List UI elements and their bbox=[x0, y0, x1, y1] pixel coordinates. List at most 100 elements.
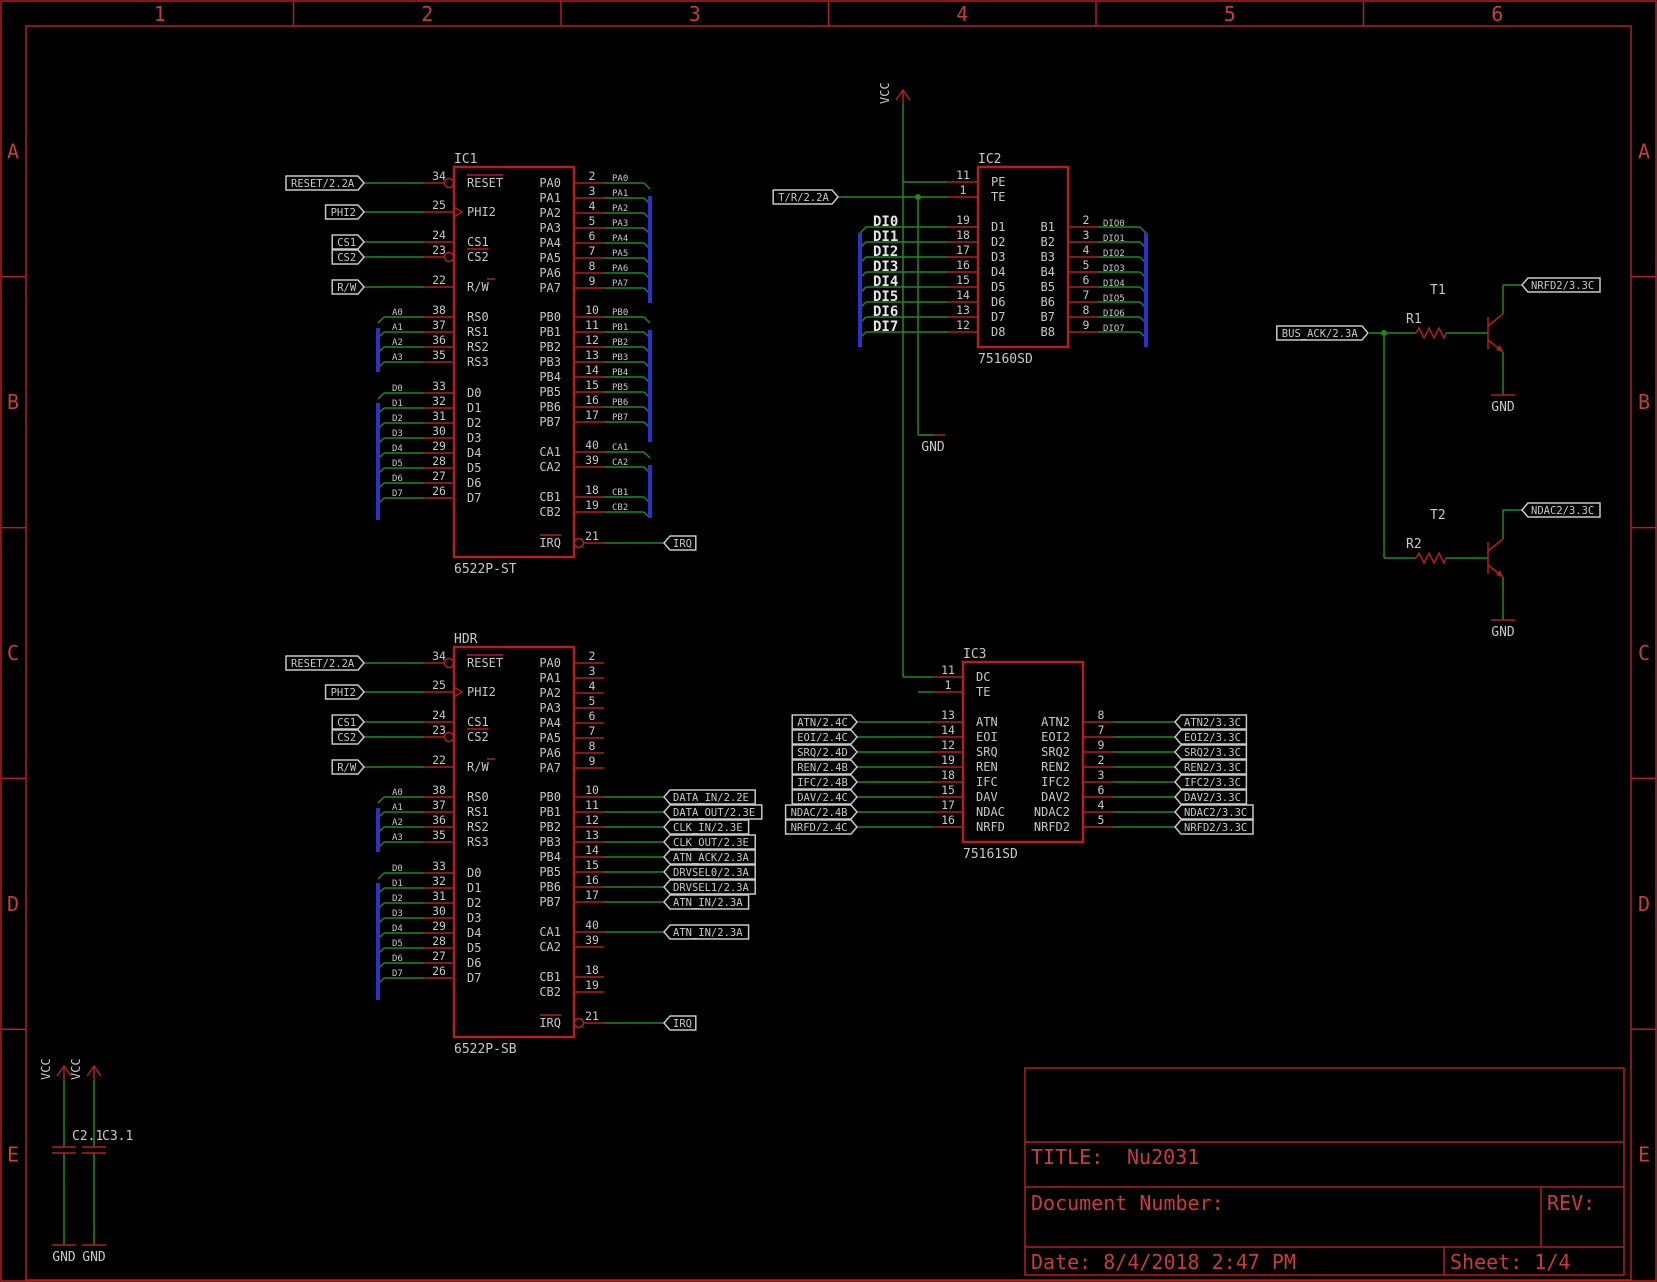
net-label-cs1[interactable]: CS1 bbox=[331, 714, 365, 730]
net-label-ifc-2-4b[interactable]: IFC/2.4B bbox=[791, 774, 858, 790]
net-label-cs1[interactable]: CS1 bbox=[331, 234, 365, 250]
net-label-atn-in-2-3a[interactable]: ATN_IN/2.3A bbox=[663, 894, 750, 910]
net-label-ren2-3-3c[interactable]: REN2/3.3C bbox=[1174, 759, 1248, 775]
net-label-ifc2-3-3c[interactable]: IFC2/3.3C bbox=[1174, 774, 1248, 790]
net-label-cs2[interactable]: CS2 bbox=[331, 249, 365, 265]
net-label-data-in-2-2e[interactable]: DATA_IN/2.2E bbox=[663, 789, 756, 805]
net-label-phi2[interactable]: PHI2 bbox=[324, 204, 365, 220]
net-label-drvsel1-2-3a[interactable]: DRVSEL1/2.3A bbox=[663, 879, 756, 895]
net-label-dav-2-4c[interactable]: DAV/2.4C bbox=[791, 789, 858, 805]
net-label-nrfd-2-4c[interactable]: NRFD/2.4C bbox=[784, 819, 858, 835]
net-label-ren-2-4b[interactable]: REN/2.4B bbox=[791, 759, 858, 775]
net-label-t-r-2-2a[interactable]: T/R/2.2A bbox=[772, 189, 839, 205]
net-label-dav2-3-3c[interactable]: DAV2/3.3C bbox=[1174, 789, 1248, 805]
net-label-irq[interactable]: IRQ bbox=[663, 535, 697, 551]
net-label-clk-in-2-3e[interactable]: CLK_IN/2.3E bbox=[663, 819, 750, 835]
net-label-phi2[interactable]: PHI2 bbox=[324, 684, 365, 700]
net-label-r-w[interactable]: R/W bbox=[331, 759, 365, 775]
net-label-atn-ack-2-3a[interactable]: ATN_ACK/2.3A bbox=[663, 849, 756, 865]
net-label-irq[interactable]: IRQ bbox=[663, 1015, 697, 1031]
resistor[interactable] bbox=[1415, 551, 1447, 565]
net-label-drvsel0-2-3a[interactable]: DRVSEL0/2.3A bbox=[663, 864, 756, 880]
net-label-eoi-2-4c[interactable]: EOI/2.4C bbox=[791, 729, 858, 745]
net-label-atn-2-4c[interactable]: ATN/2.4C bbox=[791, 714, 858, 730]
net-label-atn-in-2-3a[interactable]: ATN_IN/2.3A bbox=[663, 924, 750, 940]
net-label-reset-2-2a[interactable]: RESET/2.2A bbox=[285, 655, 365, 671]
